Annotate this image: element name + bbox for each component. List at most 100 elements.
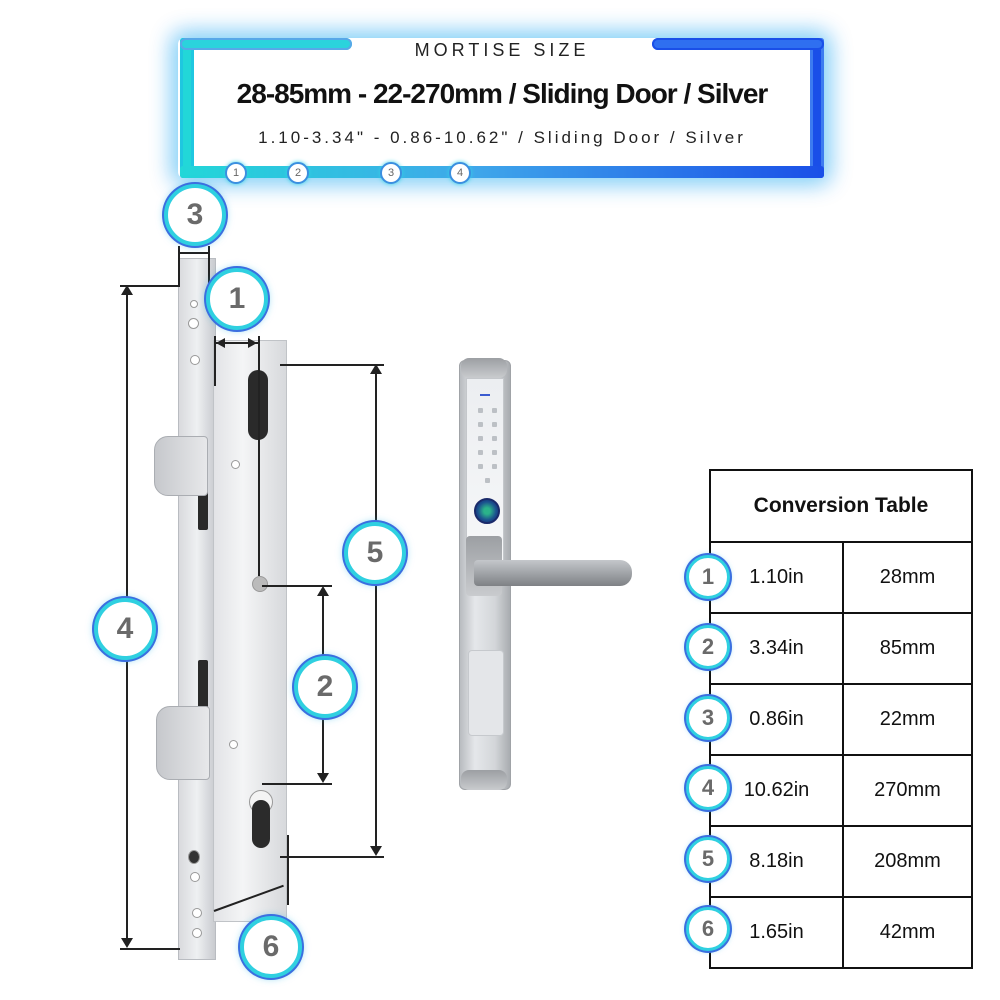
arrow-up-icon xyxy=(121,285,133,295)
keypad-key xyxy=(492,422,497,427)
screw-hole xyxy=(190,300,198,308)
screw-hole xyxy=(192,928,202,938)
header-title: 28-85mm - 22-270mm / Sliding Door / Silv… xyxy=(236,78,769,109)
screw-hole xyxy=(229,740,238,749)
keypad-key xyxy=(492,450,497,455)
header-frame-top-left xyxy=(180,38,352,50)
table-row: 10.62in 270mm xyxy=(709,754,973,827)
arrow-down-icon xyxy=(317,773,329,783)
smart-lock-bottom-cap xyxy=(461,770,507,790)
table-badge-1: 1 xyxy=(686,555,730,599)
screw-hole xyxy=(190,355,200,365)
keypad-key xyxy=(485,478,490,483)
inches-cell: 0.86in xyxy=(709,683,844,756)
header-subtitle: 1.10-3.34" - 0.86-10.62" / Sliding Door … xyxy=(258,128,746,147)
mm-cell: 22mm xyxy=(842,683,973,756)
dimension-badge-1: 1 xyxy=(206,268,268,330)
header-frame-top-right xyxy=(652,38,824,50)
keypad-key xyxy=(478,436,483,441)
table-row: 1.65in 42mm xyxy=(709,896,973,969)
cylinder-slot xyxy=(252,800,270,848)
header-frame-left xyxy=(180,38,194,178)
table-badge-6: 6 xyxy=(686,907,730,951)
arrow-down-icon xyxy=(370,846,382,856)
arrow-left-icon xyxy=(216,338,225,348)
mini-badge-3: 3 xyxy=(380,162,402,184)
lock-faceplate xyxy=(178,258,216,960)
dimension-2-bottom-line xyxy=(262,783,332,785)
table-title: Conversion Table xyxy=(709,469,973,543)
keypad-key xyxy=(478,464,483,469)
dimension-3-right-line xyxy=(208,246,210,286)
table-badge-5: 5 xyxy=(686,837,730,881)
table-badge-3: 3 xyxy=(686,696,730,740)
spindle-hub xyxy=(252,576,268,592)
dimension-5-top-line xyxy=(280,364,384,366)
inches-cell: 1.65in xyxy=(709,896,844,969)
keypad-key xyxy=(478,422,483,427)
arrow-up-icon xyxy=(370,364,382,374)
dimension-1-left-line xyxy=(214,336,216,386)
status-led xyxy=(480,394,490,396)
table-row: 8.18in 208mm xyxy=(709,825,973,898)
bolt-slot-lower xyxy=(198,660,208,750)
dimension-2-top-line xyxy=(262,585,332,587)
inches-cell: 8.18in xyxy=(709,825,844,898)
hook-bolt-upper xyxy=(154,436,208,496)
dimension-5-line xyxy=(375,368,377,852)
arrow-down-icon xyxy=(121,938,133,948)
inches-cell: 10.62in xyxy=(709,754,844,827)
table-row: 3.34in 85mm xyxy=(709,612,973,685)
dimension-badge-4: 4 xyxy=(94,598,156,660)
mm-cell: 85mm xyxy=(842,612,973,685)
lock-case xyxy=(213,340,287,922)
dimension-5-bottom-line xyxy=(280,856,384,858)
fingerprint-sensor-icon xyxy=(474,498,500,524)
conversion-table: Conversion Table 1.10in 28mm 3.34in 85mm… xyxy=(709,469,973,969)
hook-bolt-lower xyxy=(156,706,210,780)
dimension-4-bottom-line xyxy=(120,948,180,950)
mm-cell: 208mm xyxy=(842,825,973,898)
mm-cell: 270mm xyxy=(842,754,973,827)
header-frame-inner xyxy=(194,50,810,166)
keypad-key xyxy=(478,450,483,455)
smart-lock-top-cap xyxy=(461,358,507,378)
keypad-key xyxy=(492,464,497,469)
screw-hole xyxy=(188,318,199,329)
battery-cover xyxy=(468,650,504,736)
dimension-3-line xyxy=(180,252,208,254)
mm-cell: 28mm xyxy=(842,541,973,614)
table-badge-2: 2 xyxy=(686,625,730,669)
keypad-key xyxy=(492,436,497,441)
inches-cell: 1.10in xyxy=(709,541,844,614)
arrow-right-icon xyxy=(248,338,257,348)
dimension-badge-3: 3 xyxy=(164,184,226,246)
lever-handle xyxy=(474,560,632,586)
arrow-up-icon xyxy=(317,586,329,596)
header-frame-right xyxy=(810,38,824,178)
table-row: 0.86in 22mm xyxy=(709,683,973,756)
dimension-3-left-line xyxy=(178,246,180,286)
dimension-badge-6: 6 xyxy=(240,916,302,978)
table-row: 1.10in 28mm xyxy=(709,541,973,614)
mm-cell: 42mm xyxy=(842,896,973,969)
table-badge-4: 4 xyxy=(686,766,730,810)
keypad-key xyxy=(478,408,483,413)
dimension-4-top-line xyxy=(120,285,180,287)
dimension-badge-2: 2 xyxy=(294,656,356,718)
header-frame-bottom xyxy=(180,166,824,178)
header-label: MORTISE SIZE xyxy=(414,40,590,60)
mini-badge-4: 4 xyxy=(449,162,471,184)
dimension-badge-5: 5 xyxy=(344,522,406,584)
dimension-1-right-line xyxy=(258,336,260,576)
screw-hole xyxy=(188,850,200,864)
table-header-row: Conversion Table xyxy=(709,469,973,543)
dimension-6-right-line xyxy=(287,835,289,905)
mini-badge-2: 2 xyxy=(287,162,309,184)
mini-badge-1: 1 xyxy=(225,162,247,184)
screw-hole xyxy=(192,908,202,918)
screw-hole xyxy=(231,460,240,469)
keypad-key xyxy=(492,408,497,413)
screw-hole xyxy=(190,872,200,882)
dimension-1-line xyxy=(216,342,258,344)
